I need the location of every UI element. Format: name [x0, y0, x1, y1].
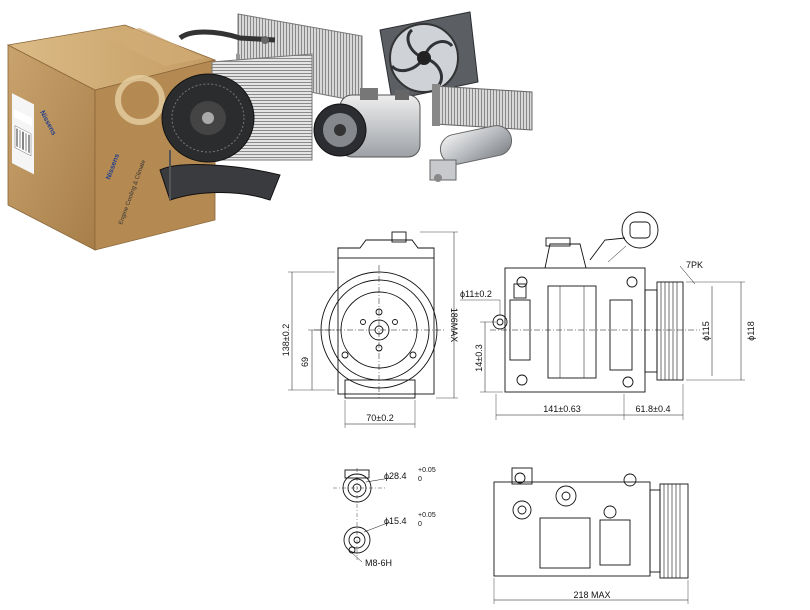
- side-view: [460, 211, 745, 420]
- top-view: [493, 467, 689, 604]
- dim-small-port-tol-upper: +0.05: [418, 512, 436, 519]
- dim-pulley-outer: ϕ118: [746, 321, 756, 340]
- ac-compressor-photo: [313, 88, 421, 158]
- dim-large-port-tol-upper: +0.05: [418, 467, 436, 474]
- dim-front-width: 70±0.2: [366, 413, 393, 423]
- dim-front-center-height: 69: [300, 357, 310, 367]
- port-detail: [333, 468, 391, 563]
- receiver-drier: [429, 125, 513, 182]
- dim-front-height: 138±0.2: [281, 324, 291, 356]
- dim-small-port-tol-lower: 0: [418, 521, 422, 528]
- dim-small-port: ϕ15.4: [384, 516, 407, 526]
- dim-pulley-inner: ϕ115: [701, 321, 711, 340]
- cooling-fan: [379, 11, 479, 101]
- dim-large-port: ϕ28.4: [384, 471, 407, 481]
- dim-overall-length: 218 MAX: [573, 590, 610, 600]
- dim-side-offset: 14±0.3: [474, 344, 484, 371]
- dim-front-max-height: 186MAX: [449, 308, 459, 343]
- box-logo-icon: [115, 75, 165, 125]
- technical-drawing: 138±0.2 69 186MAX 70±0.2 ϕ11±0.2 14±0.3 …: [281, 211, 756, 604]
- heater-radiator: [432, 84, 533, 131]
- dim-port-diameter: ϕ11±0.2: [460, 289, 492, 299]
- dim-pulley-length: 61.8±0.4: [636, 404, 671, 414]
- dim-body-length: 141±0.63: [543, 404, 580, 414]
- front-view: [288, 231, 458, 428]
- blower-motor: [159, 73, 281, 201]
- dim-large-port-tol-lower: 0: [418, 476, 422, 483]
- product-photo: Nissens Nissens Engine Cooling & Climate: [6, 11, 533, 251]
- dim-thread: M8-6H: [365, 558, 392, 568]
- dim-belt-profile: 7PK: [686, 260, 703, 270]
